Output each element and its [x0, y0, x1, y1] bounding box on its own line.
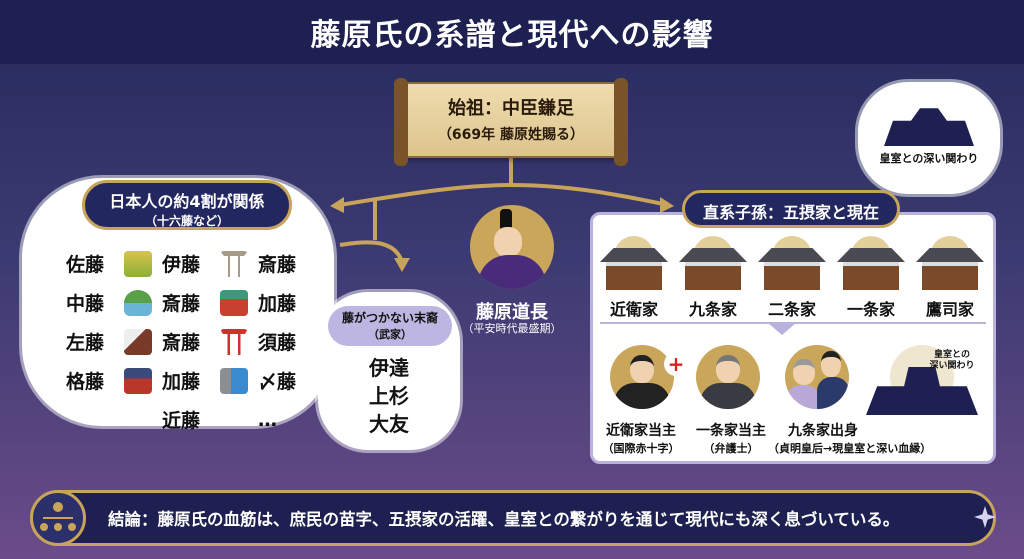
founder-scroll: 始祖：中臣鎌足 （669年 藤原姓賜る） [394, 78, 628, 166]
house-icon [916, 236, 984, 292]
page-title: 藤原氏の系譜と現代への影響 [310, 18, 714, 53]
person-title: 一条家当主 [696, 423, 766, 439]
palace-icon [884, 108, 974, 146]
gate-icon [124, 367, 152, 394]
family-tree-icon [30, 490, 86, 546]
thought-bubble [858, 82, 1000, 194]
ellipsis: … [258, 408, 277, 431]
branch-families-label-text: 藤がつかない末裔 [341, 311, 438, 325]
house-label: 鷹司家 [925, 300, 974, 319]
torii-icon [220, 250, 248, 277]
surname: 格藤 [66, 371, 105, 393]
conclusion-text: 結論：藤原氏の血筋は、庶民の苗字、五摂家の活躍、皇室との繋がりを通じて現代にも深… [108, 510, 900, 529]
surname: 〆藤 [258, 371, 297, 393]
house-label: 二条家 [767, 300, 816, 319]
person-note: （弁護士） [703, 442, 759, 455]
house-label: 一条家 [846, 300, 895, 319]
founder-title: 始祖：中臣鎌足 [448, 98, 574, 119]
surname: 加藤 [162, 371, 201, 393]
houses-row [600, 236, 984, 292]
thought-bubble-text: 皇室との深い関わり [879, 152, 979, 165]
branch-down [339, 200, 404, 263]
imperial-palace-icon [866, 345, 978, 415]
surnames-label: 日本人の約4割が関係 （十六藤など） [82, 180, 292, 230]
person-title: 近衛家当主 [606, 423, 676, 439]
surname: 中藤 [66, 293, 105, 315]
kujo-portrait [785, 345, 849, 409]
conclusion-bar [30, 490, 996, 546]
arrow-left-icon [330, 197, 344, 213]
person-caption: 一条家当主 （弁護士） [686, 420, 776, 456]
konoe-head-portrait [610, 345, 674, 409]
surname-grid: 佐藤 伊藤 斎藤 中藤 斎藤 加藤 左藤 斎藤 須藤 格藤 加藤 〆藤 近藤 … [66, 250, 316, 433]
branch-families-label: 藤がつかない末裔 （武家） [328, 306, 452, 346]
clog-icon [124, 328, 152, 355]
michinaga-name: 藤原道長 [476, 302, 548, 323]
founder-subtitle: （669年 藤原姓賜る） [437, 127, 585, 143]
house-icon [758, 236, 826, 292]
palace-caption: 皇室との 深い関わり [920, 350, 984, 372]
surname: 近藤 [162, 410, 201, 432]
rice-icon [124, 250, 152, 277]
title-bar: 藤原氏の系譜と現代への影響 [0, 0, 1024, 64]
surname: 斎藤 [162, 293, 201, 315]
red-cross-icon: + [664, 352, 688, 376]
branch-left [339, 183, 512, 207]
person-title: 九条家出身 [788, 423, 858, 439]
michinaga-caption: （平安時代最盛期） [462, 322, 562, 335]
gosekke-label: 直系子孫：五摂家と現在 [682, 190, 900, 228]
person-caption: 九条家出身 （貞明皇后→現皇室と深い血縁） [768, 420, 968, 456]
surname: 佐藤 [66, 254, 105, 276]
house-label: 九条家 [688, 300, 737, 319]
arrow-down-icon [394, 258, 410, 272]
house-label: 近衛家 [609, 300, 658, 319]
person-note: （貞明皇后→現皇室と深い血縁） [768, 442, 932, 455]
surname: 伊藤 [162, 254, 201, 276]
person-caption: 近衛家当主 （国際赤十字） [596, 420, 686, 456]
person-note: （国際赤十字） [602, 442, 680, 455]
house-icon [837, 236, 905, 292]
surname: 加藤 [258, 293, 297, 315]
down-pointer-icon [768, 323, 796, 335]
house-icon [679, 236, 747, 292]
samurai-family: 大友 [369, 412, 409, 436]
house-labels: 近衛家 九条家 二条家 一条家 鷹司家 [596, 296, 988, 320]
surname: 左藤 [66, 332, 105, 354]
red-torii-icon [220, 328, 248, 355]
arrow-right-icon [660, 197, 674, 213]
dam-icon [220, 367, 248, 394]
surname: 須藤 [258, 332, 297, 354]
ichijo-head-portrait [696, 345, 760, 409]
surname: 斎藤 [258, 254, 297, 276]
samurai-family: 伊達 [369, 356, 409, 380]
branch-families-sublabel: （武家） [368, 328, 412, 341]
branch-right [510, 183, 669, 207]
house-icon [600, 236, 668, 292]
river-landscape-icon [124, 289, 152, 316]
surnames-label-text: 日本人の約4割が関係 [109, 192, 265, 211]
shrine-icon [220, 289, 248, 316]
surnames-sublabel: （十六藤など） [144, 214, 229, 228]
palace-caption-line: 深い関わり [929, 361, 975, 371]
samurai-family: 上杉 [369, 384, 409, 408]
michinaga-portrait [470, 205, 554, 289]
scroll-roll-icon [614, 78, 628, 166]
surname: 斎藤 [162, 332, 201, 354]
scroll-roll-icon [394, 78, 408, 166]
palace-caption-line: 皇室との [934, 350, 970, 360]
